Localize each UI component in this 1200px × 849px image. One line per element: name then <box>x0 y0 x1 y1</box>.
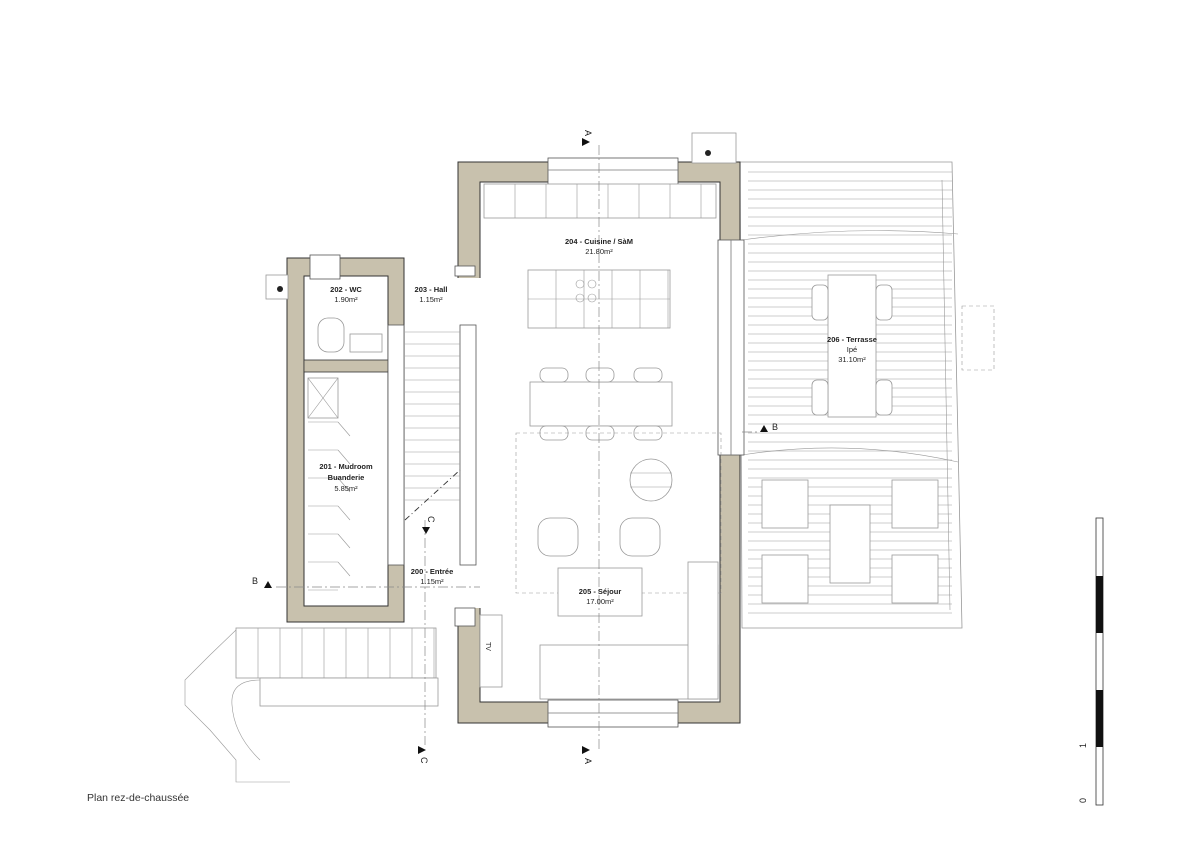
living <box>479 458 719 700</box>
left-wing-walls <box>286 254 477 627</box>
room-206-sub: Ipé <box>847 345 857 354</box>
section-marker-b-right: B <box>760 422 778 432</box>
room-202-area: 1.90m² <box>334 295 358 304</box>
section-marker-a-top: A <box>582 130 593 146</box>
svg-text:A: A <box>583 758 593 764</box>
room-200-area: 1.15m² <box>420 577 444 586</box>
room-204-area: 21.80m² <box>585 247 613 256</box>
svg-text:C: C <box>419 757 429 764</box>
kitchen <box>483 183 717 329</box>
room-205-area: 17.00m² <box>586 597 614 606</box>
section-axes <box>276 145 760 750</box>
room-201-name: 201 - Mudroom <box>319 462 373 471</box>
room-206-name: 206 - Terrasse <box>827 335 877 344</box>
room-202-name: 202 - WC <box>330 285 362 294</box>
wc-fixtures <box>317 317 383 353</box>
room-203-name: 203 - Hall <box>415 285 448 294</box>
section-marker-c-bottom: C <box>418 746 429 764</box>
scale-label-1: 1 <box>1078 743 1088 748</box>
room-205-name: 205 - Séjour <box>579 587 622 596</box>
stair <box>404 331 461 521</box>
exterior-stairs <box>184 627 439 783</box>
tv-label: TV <box>484 642 491 651</box>
dining <box>515 367 722 594</box>
mudroom-cabinets <box>307 377 351 591</box>
room-204-name: 204 - Cuisine / SàM <box>565 237 633 246</box>
terrace <box>739 161 995 629</box>
room-203-area: 1.15m² <box>419 295 443 304</box>
room-201-name-2: Buanderie <box>328 473 365 482</box>
svg-text:A: A <box>583 130 593 136</box>
svg-text:C: C <box>426 516 436 523</box>
svg-text:B: B <box>252 576 258 586</box>
room-206-area: 31.10m² <box>838 355 866 364</box>
section-marker-c-top: C <box>422 516 436 534</box>
scale-bar: 0 1 <box>1078 517 1104 806</box>
room-200-name: 200 - Entrée <box>411 567 454 576</box>
svg-text:B: B <box>772 422 778 432</box>
room-201-area: 5.85m² <box>334 484 358 493</box>
section-marker-b-left: B <box>252 576 272 588</box>
plan-caption: Plan rez-de-chaussée <box>87 792 190 804</box>
section-marker-a-bottom: A <box>582 746 593 764</box>
exterior-tap-symbols <box>265 132 737 300</box>
scale-label-0: 0 <box>1078 798 1088 803</box>
